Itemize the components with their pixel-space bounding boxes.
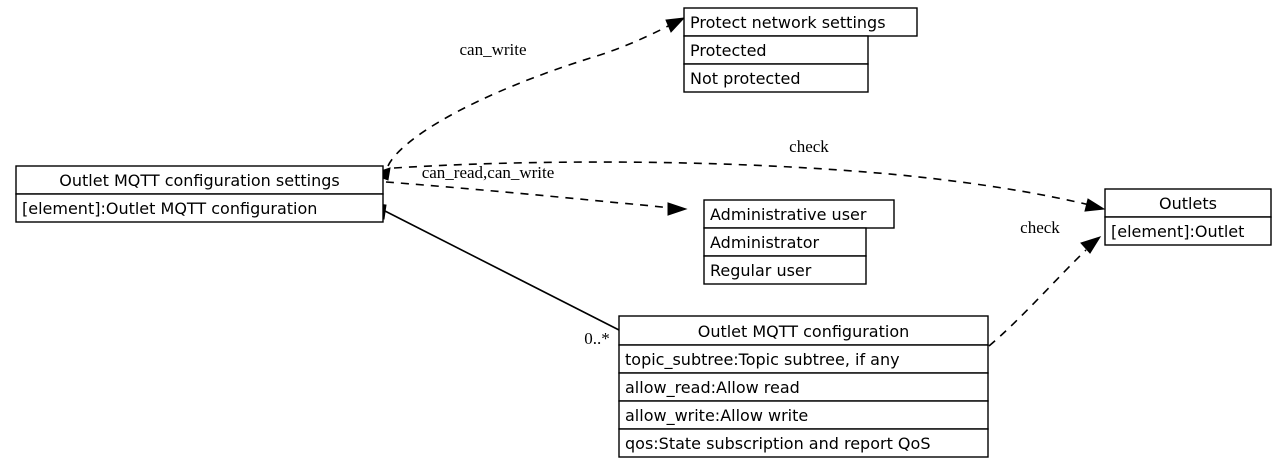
class-row-cell (1104, 216, 1272, 246)
class-row-cell (703, 255, 867, 285)
arrow-head-icon (1080, 236, 1102, 254)
class-row-label: Not protected (690, 69, 800, 88)
edge-label-multiplicity: 0..* (584, 329, 610, 348)
edge-line (385, 181, 673, 209)
class-title: Outlet MQTT configuration (698, 322, 910, 341)
class-row-cell (15, 193, 384, 223)
class-header-cell (618, 315, 989, 346)
class-header-cell (15, 165, 384, 195)
class-row-cell (618, 344, 989, 374)
class-box-protect-network-settings[interactable]: Protect network settings Protected Not p… (683, 7, 918, 93)
edge-line (393, 161, 1091, 206)
class-box-outlet-mqtt-configuration[interactable]: Outlet MQTT configuration topic_subtree:… (618, 315, 989, 458)
edge-label-check-bottom: check (1020, 218, 1060, 237)
class-row-cell (683, 63, 869, 93)
class-row-label: topic_subtree:Topic subtree, if any (625, 350, 900, 370)
class-row-cell (618, 428, 989, 458)
edge-settings-to-protect-network-settings: can_write (387, 17, 686, 167)
edge-settings-to-administrative-user: can_read,can_write (385, 163, 688, 216)
class-row-label: Administrator (710, 233, 819, 252)
arrow-head-icon (1084, 198, 1106, 212)
class-title: Protect network settings (690, 13, 886, 32)
class-title: Outlets (1159, 194, 1217, 213)
class-row-label: allow_read:Allow read (625, 378, 800, 398)
class-row-label: Regular user (710, 261, 812, 280)
class-row-cell (683, 35, 869, 65)
edge-label-check-top: check (789, 137, 829, 156)
class-header-cell (683, 7, 918, 37)
class-row-label: allow_write:Allow write (625, 406, 808, 426)
class-row-cell (618, 372, 989, 402)
class-box-administrative-user[interactable]: Administrative user Administrator Regula… (703, 199, 895, 285)
edge-configuration-to-outlets: check (988, 218, 1102, 347)
arrow-head-icon (667, 202, 688, 216)
class-title: Outlet MQTT configuration settings (59, 171, 339, 190)
class-box-outlet-mqtt-configuration-settings[interactable]: Outlet MQTT configuration settings [elem… (15, 165, 384, 223)
edge-settings-to-outlets: check (393, 137, 1106, 212)
class-row-cell (618, 400, 989, 430)
class-row-label: [element]:Outlet (1111, 222, 1244, 241)
class-row-label: [element]:Outlet MQTT configuration (22, 199, 317, 218)
edge-label-can-write: can_write (459, 40, 526, 59)
edge-label-can-read-can-write: can_read,can_write (422, 163, 555, 182)
class-box-outlets[interactable]: Outlets [element]:Outlet (1104, 188, 1272, 246)
class-row-label: qos:State subscription and report QoS (625, 434, 930, 453)
edge-line (387, 23, 673, 167)
class-row-label: Protected (690, 41, 767, 60)
edge-line (382, 209, 620, 331)
arrow-head-icon (665, 17, 686, 33)
edge-settings-composition-configuration: 0..* (362, 201, 620, 348)
edge-line (988, 249, 1087, 347)
class-title: Administrative user (710, 205, 867, 224)
